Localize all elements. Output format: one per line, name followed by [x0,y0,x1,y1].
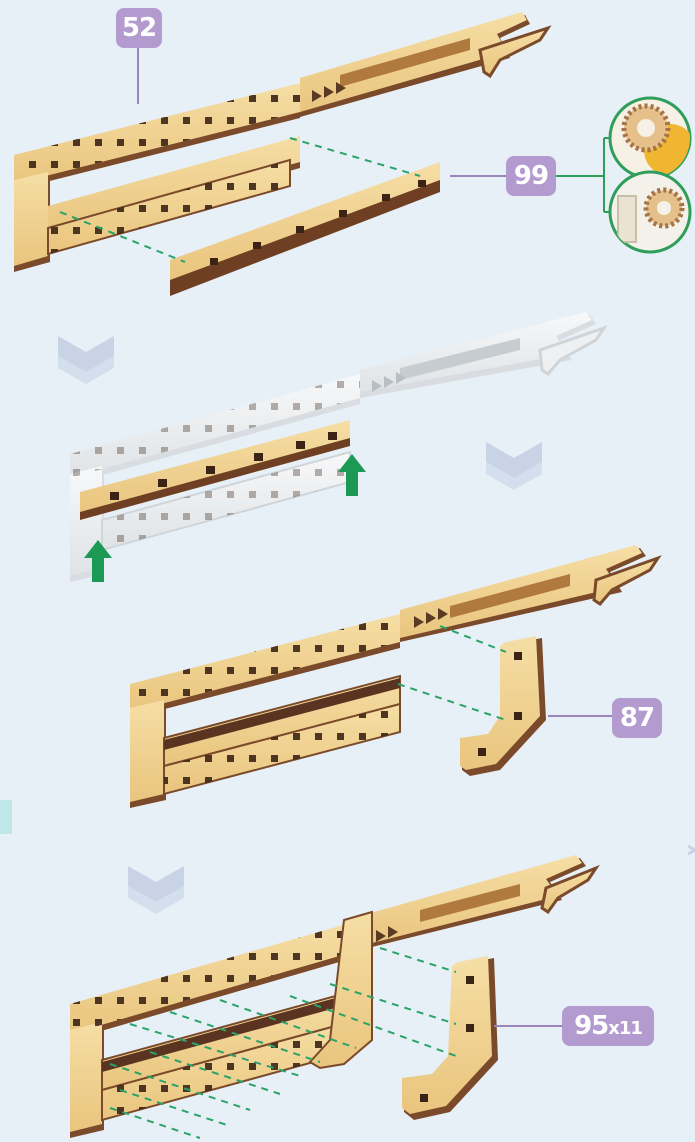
step-1 [14,12,695,296]
part-quantity: x11 [608,1018,642,1039]
part-87-bracket [460,636,546,776]
step-2 [70,312,604,582]
callout-bracket [556,138,610,212]
guide-lines-step-3 [398,626,506,720]
part-number-badge-52: 52 [116,8,162,48]
side-tab [0,800,12,834]
callout-detail-bottom [610,172,690,252]
part-95-bracket [402,956,498,1120]
chevron-down-icon [486,442,542,490]
chevron-down-icon [58,336,114,384]
chevron-down-icon [128,866,184,914]
part-number-badge-87: 87 [612,698,662,738]
part-number-badge-99: 99 [506,156,556,196]
chevron-right-icon [688,846,695,854]
assembled-rail [130,545,658,808]
step-3 [130,545,658,808]
part-number-badge-95: 95x11 [562,1006,654,1046]
callout-detail-top [610,98,695,178]
